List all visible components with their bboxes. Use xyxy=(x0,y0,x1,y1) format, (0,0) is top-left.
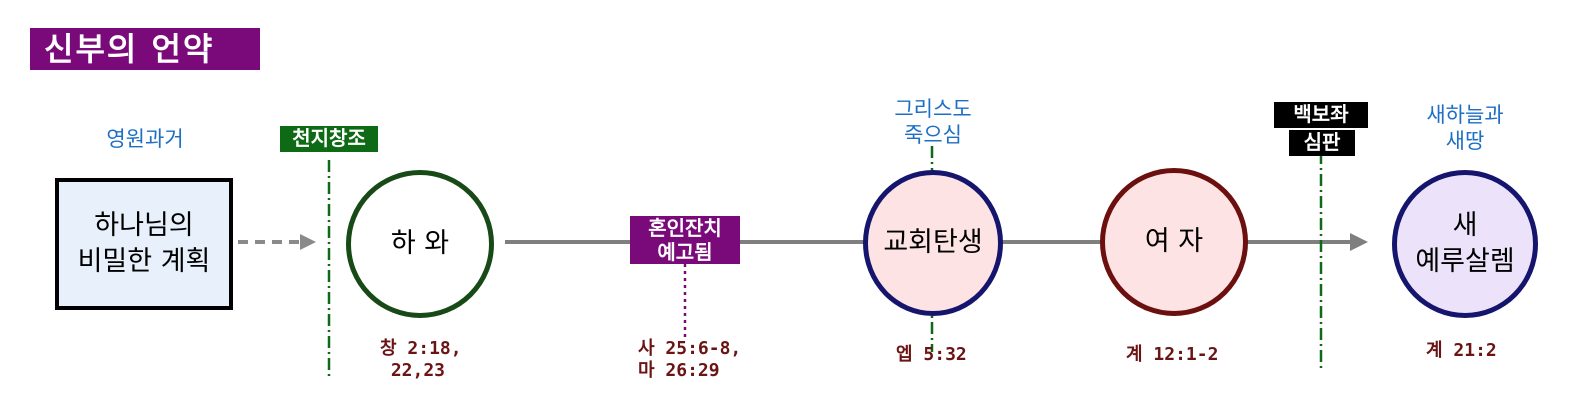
node-eve: 하 와 xyxy=(346,170,494,318)
timeline-arrow-head xyxy=(1350,233,1368,251)
ref-eve: 창 2:18, 22,23 xyxy=(380,338,462,381)
node-jerusalem: 새 예루살렘 xyxy=(1392,170,1538,318)
tag-creation: 천지창조 xyxy=(280,126,378,152)
label-christ-death: 그리스도 죽으심 xyxy=(894,97,972,147)
tag-judgment-line2: 심판 xyxy=(1289,130,1355,156)
tag-judgment-line1: 백보좌 xyxy=(1274,102,1368,128)
ref-wedding: 사 25:6-8, 마 26:29 xyxy=(638,338,742,381)
node-church: 교회탄생 xyxy=(863,170,1003,316)
diagram-title: 신부의 언약 xyxy=(30,28,260,70)
ref-church: 엡 5:32 xyxy=(896,344,967,365)
ref-woman: 계 12:1-2 xyxy=(1126,344,1219,365)
label-eternal-past: 영원과거 xyxy=(106,127,184,151)
dashed-arrow-head xyxy=(300,234,316,250)
label-new-heaven: 새하늘과 새땅 xyxy=(1426,103,1504,153)
tag-wedding-line2: 예고됨 xyxy=(630,240,740,264)
tag-wedding-line1: 혼인잔치 xyxy=(630,216,740,240)
node-woman: 여 자 xyxy=(1100,168,1248,316)
ref-jerusalem: 계 21:2 xyxy=(1426,340,1497,361)
node-plan: 하나님의 비밀한 계획 xyxy=(55,178,233,310)
